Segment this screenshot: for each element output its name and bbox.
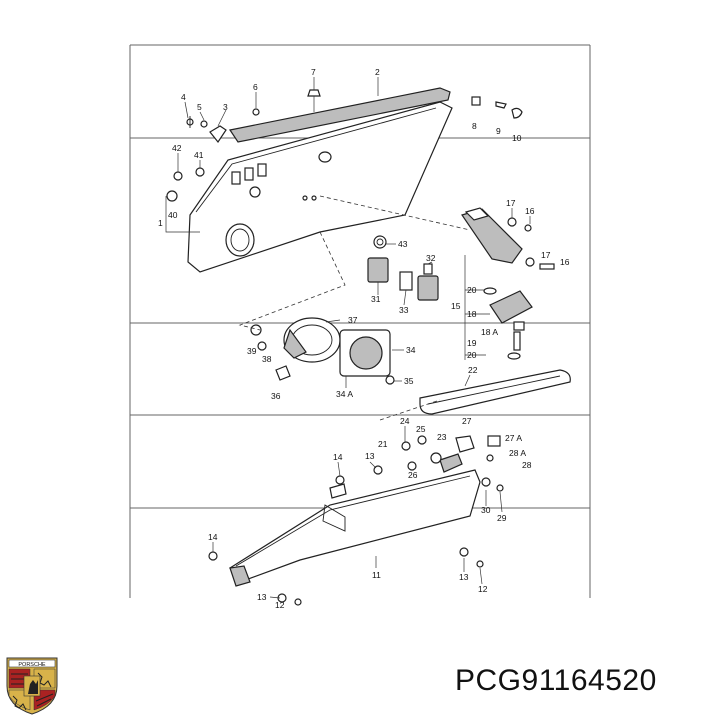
callout-33: 33 (399, 305, 409, 315)
callout-8: 8 (472, 121, 477, 131)
callout-13c: 13 (257, 592, 267, 602)
callout-34: 34 (406, 345, 416, 355)
callout-20b: 20 (467, 350, 477, 360)
callout-27A: 27 A (505, 433, 522, 443)
callout-2: 2 (375, 67, 380, 77)
callout-36: 36 (271, 391, 281, 401)
callout-38: 38 (262, 354, 272, 364)
diagram-frame (129, 44, 591, 598)
callout-12b: 12 (275, 600, 285, 610)
callout-5: 5 (197, 102, 202, 112)
handle-assembly (464, 255, 533, 360)
callout-21: 21 (378, 439, 388, 449)
callout-13b: 13 (459, 572, 469, 582)
callout-42: 42 (172, 143, 182, 153)
callout-30: 30 (481, 505, 491, 515)
callout-16b: 16 (560, 257, 570, 267)
switch-parts (367, 257, 439, 301)
map-pocket (229, 469, 481, 587)
callout-40: 40 (168, 210, 178, 220)
callout-28A: 28 A (509, 448, 526, 458)
callout-25: 25 (416, 424, 426, 434)
callout-39: 39 (247, 346, 257, 356)
armrest-bracket (461, 207, 555, 270)
callout-31: 31 (371, 294, 381, 304)
callout-1: 1 (158, 218, 163, 228)
callout-26: 26 (408, 470, 418, 480)
callout-18A: 18 A (481, 327, 498, 337)
callout-35: 35 (404, 376, 414, 386)
door-top-rail (229, 87, 451, 143)
callout-13a: 13 (365, 451, 375, 461)
callout-24: 24 (400, 416, 410, 426)
speaker-housing (250, 317, 395, 385)
callout-6: 6 (253, 82, 258, 92)
callout-7: 7 (311, 67, 316, 77)
leader-lines (165, 77, 531, 599)
callout-9: 9 (496, 126, 501, 136)
armrest-pad (419, 369, 571, 415)
callout-12a: 12 (478, 584, 488, 594)
callout-43: 43 (398, 239, 408, 249)
callout-19: 19 (467, 338, 477, 348)
callout-17a: 17 (506, 198, 516, 208)
callout-20a: 20 (467, 285, 477, 295)
callout-18: 18 (467, 309, 477, 319)
svg-text:PORSCHE: PORSCHE (18, 662, 46, 668)
callout-10: 10 (512, 133, 522, 143)
door-trim-panel (187, 101, 453, 273)
callout-14b: 14 (208, 532, 218, 542)
porsche-crest-logo: PORSCHE (6, 657, 58, 715)
callout-41: 41 (194, 150, 204, 160)
callout-34A: 34 A (336, 389, 353, 399)
clips-top (166, 96, 523, 249)
callout-23: 23 (437, 432, 447, 442)
callout-4: 4 (181, 92, 186, 102)
assembly-dashed-lines (238, 195, 471, 421)
callout-28: 28 (522, 460, 532, 470)
door-latch-mechanism (208, 435, 504, 606)
callout-15: 15 (451, 301, 461, 311)
callout-11: 11 (372, 570, 381, 580)
callout-27: 27 (462, 416, 472, 426)
part-number-label: PCG91164520 (455, 664, 657, 697)
callout-37: 37 (348, 315, 358, 325)
callout-14a: 14 (333, 452, 343, 462)
callout-32: 32 (426, 253, 436, 263)
callout-17b: 17 (541, 250, 551, 260)
callout-22: 22 (468, 365, 478, 375)
callout-29: 29 (497, 513, 507, 523)
callout-3: 3 (223, 102, 228, 112)
callout-labels: 2 7 4 5 3 6 8 9 10 42 41 1 40 43 17 16 1… (158, 67, 570, 610)
callout-16a: 16 (525, 206, 535, 216)
